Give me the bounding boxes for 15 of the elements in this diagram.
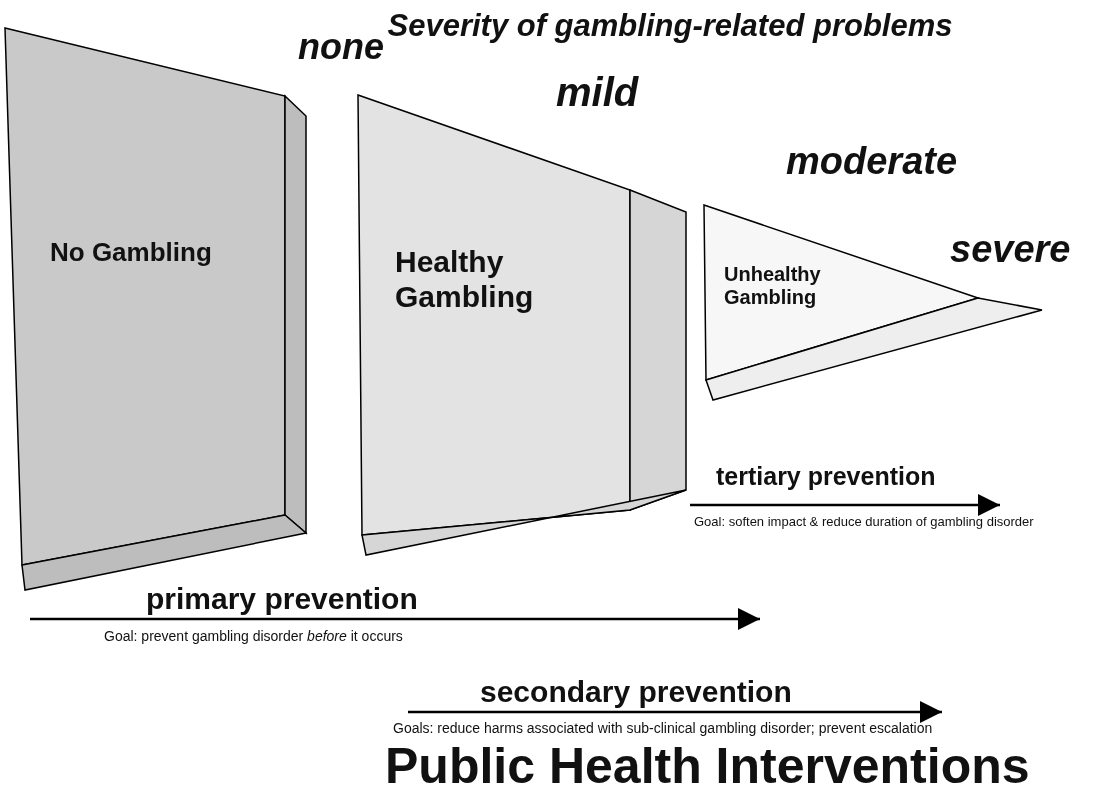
stage-label: Healthy Gambling xyxy=(395,245,535,314)
goal-note: Goal: soften impact & reduce duration of gambling disorder xyxy=(694,514,1034,529)
caption: Public Health Interventions xyxy=(385,737,1030,792)
severity-level: severe xyxy=(950,228,1071,271)
severity-level: none xyxy=(298,26,384,68)
stage-label: Unhealthy Gambling xyxy=(724,263,822,309)
severity-level: mild xyxy=(556,70,639,115)
chart-title: Severity of gambling-related problems xyxy=(386,8,954,44)
severity-level: moderate xyxy=(786,140,958,183)
stage-label: No Gambling xyxy=(50,238,213,268)
prevention-label: tertiary prevention xyxy=(716,462,936,491)
prevention-label: secondary prevention xyxy=(480,675,792,709)
prevention-label: primary prevention xyxy=(146,582,418,616)
goal-note: Goals: reduce harms associated with sub-clinical gambling disorder; prevent escalation xyxy=(393,720,933,736)
goal-note: Goal: prevent gambling disorder before it occurs xyxy=(104,628,403,644)
